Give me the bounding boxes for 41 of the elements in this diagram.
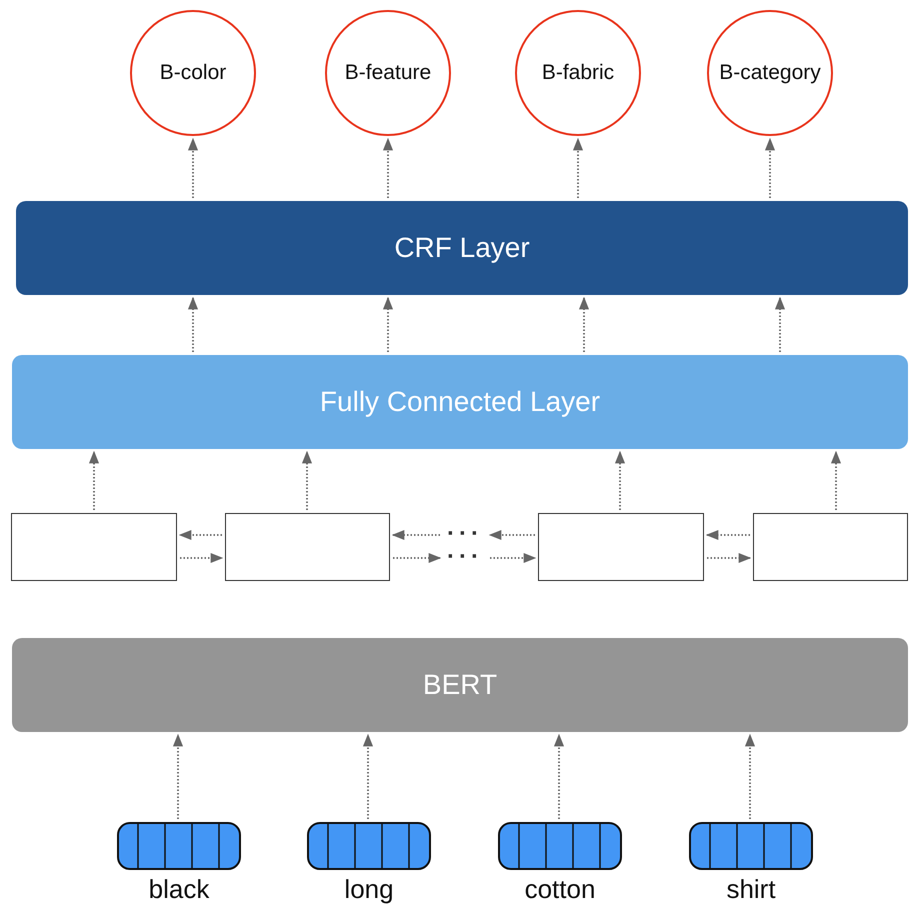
dotted-arrow [382,138,394,198]
dotted-arrow [614,450,626,510]
dotted-arrow [774,296,786,352]
dotted-arrow [382,296,394,352]
hidden-state-box [225,513,390,581]
hidden-state-box [538,513,704,581]
ellipsis: ··· [443,522,487,546]
word-label: cotton [524,874,596,905]
tag-circle: B-category [707,10,833,136]
dotted-arrow [707,552,752,564]
dotted-arrow [188,138,198,198]
tag-circle: B-color [130,10,256,136]
layer-bar: Fully Connected Layer [12,355,908,449]
tag-circle: B-fabric [515,10,641,136]
hidden-state-box [11,513,177,581]
dotted-arrow [488,530,535,540]
dotted-arrow [744,734,756,819]
dotted-arrow [554,734,564,819]
dotted-arrow [764,138,776,198]
dotted-arrow [88,450,100,510]
dotted-arrow [392,530,440,540]
hidden-state-box [753,513,908,581]
tag-circle: B-feature [325,10,451,136]
dotted-arrow [706,530,750,540]
ellipsis: ··· [443,545,487,569]
dotted-arrow [572,138,584,198]
dotted-arrow [302,450,312,510]
dotted-arrow [180,552,224,564]
word-label: black [148,874,210,905]
dotted-arrow [172,734,184,819]
dotted-arrow [393,552,442,564]
dotted-arrow [178,530,222,540]
dotted-arrow [188,296,198,352]
word-label: long [344,874,394,905]
layer-bar: BERT [12,638,908,732]
dotted-arrow [578,296,590,352]
dotted-arrow [490,552,536,564]
dotted-arrow [362,734,374,819]
word-label: shirt [726,874,776,905]
dotted-arrow [830,450,842,510]
layer-bar: CRF Layer [16,201,908,295]
